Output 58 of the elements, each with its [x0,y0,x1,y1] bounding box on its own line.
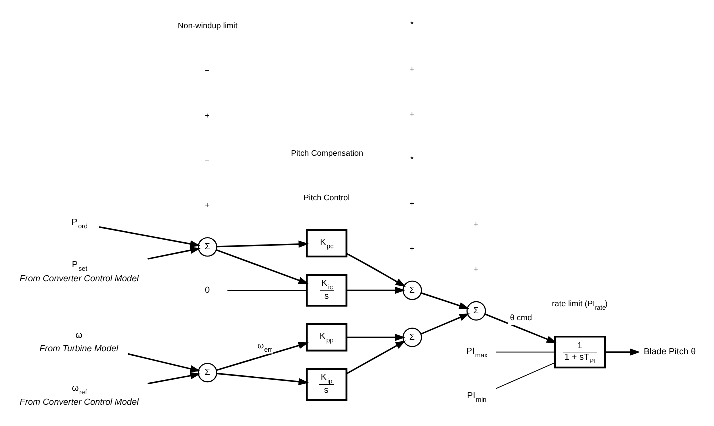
label: + [474,220,479,230]
node-box: K$_{pc}$ [306,229,348,258]
label: + [410,244,415,254]
arrow [484,314,558,344]
node-text: PI$_{max}$ [466,346,488,360]
node-box: K$_{pp}$ [306,323,348,352]
node-text: ω$_{ref}$ [72,382,88,396]
edge-label: ω$_{err}$ [258,341,272,354]
node-label: From Converter Control Model [20,273,139,284]
arrow [346,340,406,374]
label: + [474,265,479,274]
label: * [410,154,414,164]
arrow [346,253,406,288]
arrow [420,314,470,335]
label: Pitch Compensation [291,148,364,158]
edge-label: θ cmd [510,314,532,323]
label: + [410,200,415,209]
node-label: From Turbine Model [40,343,118,354]
node-box: K$_{ip}$ s [306,368,348,401]
label: + [410,65,415,74]
node-circle: Σ [466,301,486,321]
node-circle: Σ [402,328,422,348]
node-text: P$_{ord}$ [72,217,88,231]
arrow [346,334,406,342]
label: + [410,110,415,119]
arrow [421,292,470,310]
arrow [216,342,309,372]
arrow [99,226,201,248]
label: Pitch Control [304,194,350,203]
node-text: P$_{set}$ [72,259,88,273]
connector [496,362,556,390]
arrow [216,240,310,248]
connector [227,290,308,291]
label: + [205,111,210,120]
label: − [205,156,210,166]
arrow [216,249,310,284]
node-circle: Σ [198,363,218,383]
arrow [148,372,201,385]
arrow [346,286,406,294]
node-label: From Converter Control Model [20,396,139,407]
node-text: PI$_{min}$ [467,390,487,404]
label: rate limit (PI$_{rate}$) [552,300,608,312]
node-box: K$_{ic}$ s [306,274,348,307]
node-text: ω [76,330,83,340]
label: Non-windup limit [178,22,238,31]
node-circle: Σ [198,237,218,257]
arrow [605,348,640,356]
node-text: Blade Pitch θ [644,346,696,357]
node-box: 1 1 + sT$_{PI}$ [554,336,606,369]
arrow [128,353,201,373]
arrow [148,246,201,260]
node-circle: Σ [402,280,422,300]
node-text: 0 [205,284,210,295]
label: * [410,20,414,30]
connector [496,352,556,353]
label: + [205,201,210,210]
arrow [216,373,310,386]
label: − [205,66,210,76]
